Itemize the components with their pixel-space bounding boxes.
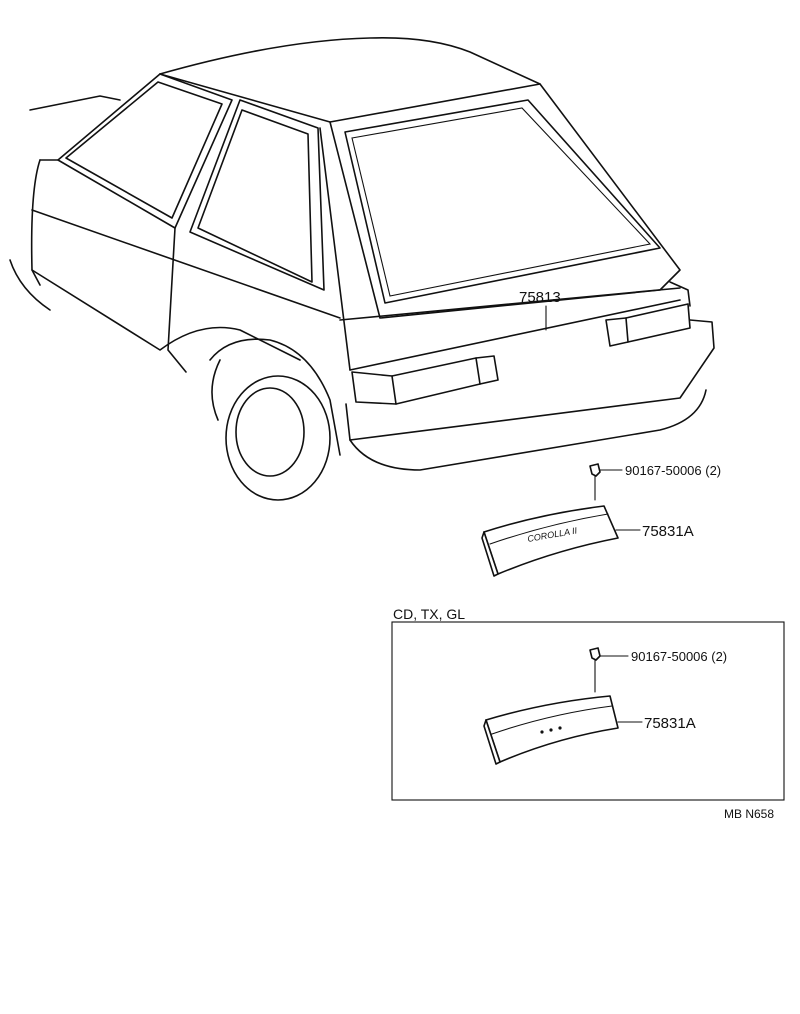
plate-assembly-main: COROLLA II [481, 463, 619, 577]
label-screw-variant: 90167-50006 (2) [631, 649, 727, 664]
plate-75831a-plain [483, 695, 619, 765]
plate-75831a-emblem: COROLLA II [481, 505, 619, 577]
label-screw-main: 90167-50006 (2) [625, 463, 721, 478]
screw-icon [589, 463, 601, 501]
label-plate-variant: 75831A [644, 715, 696, 732]
label-75813: 75813 [519, 289, 561, 306]
leader-lines [599, 469, 643, 723]
label-plate-main: 75831A [642, 523, 694, 540]
variant-box [391, 621, 785, 801]
variant-box-title: CD, TX, GL [393, 606, 465, 622]
screw-icon [589, 647, 601, 693]
car-illustration [9, 36, 715, 501]
drawing-code: MB N658 [724, 807, 774, 821]
